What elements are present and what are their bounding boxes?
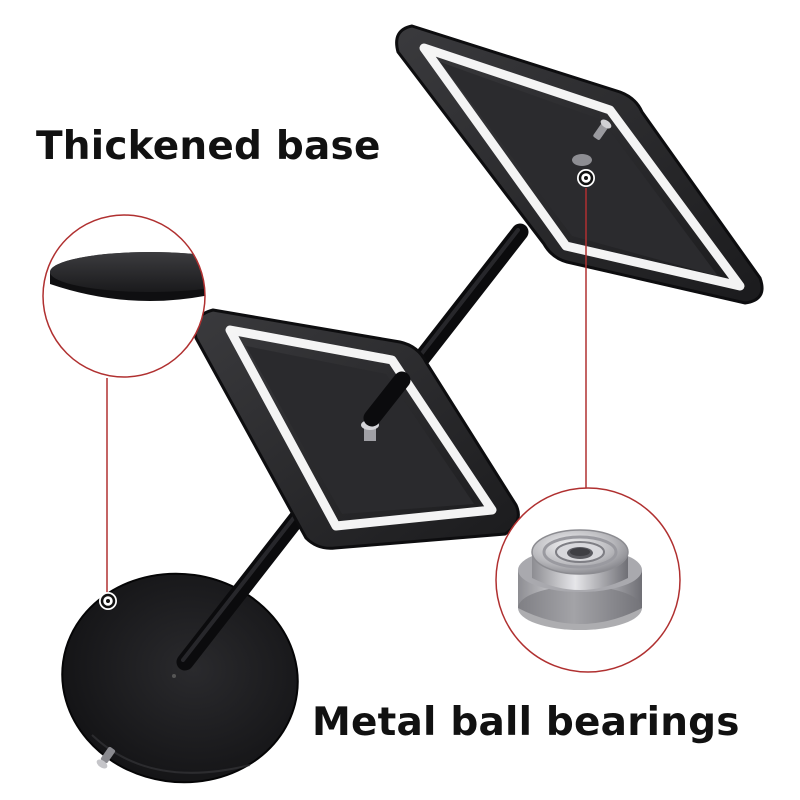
ball-bearing-icon <box>518 529 642 630</box>
thickened-base-label: Thickened base <box>36 124 381 169</box>
callout-lines <box>106 188 587 598</box>
screw-icon <box>96 746 116 769</box>
base-detail-magnifier <box>42 214 206 378</box>
upper-screw-icon <box>572 119 612 166</box>
callout-marker-icon <box>99 592 117 610</box>
callout-marker-icon <box>577 169 595 187</box>
lower-frame-panel <box>193 308 520 550</box>
bearing-detail-magnifier <box>495 487 681 673</box>
round-base <box>61 572 299 784</box>
metal-ball-bearings-label: Metal ball bearings <box>312 700 740 745</box>
pole-front-segment <box>363 371 411 427</box>
